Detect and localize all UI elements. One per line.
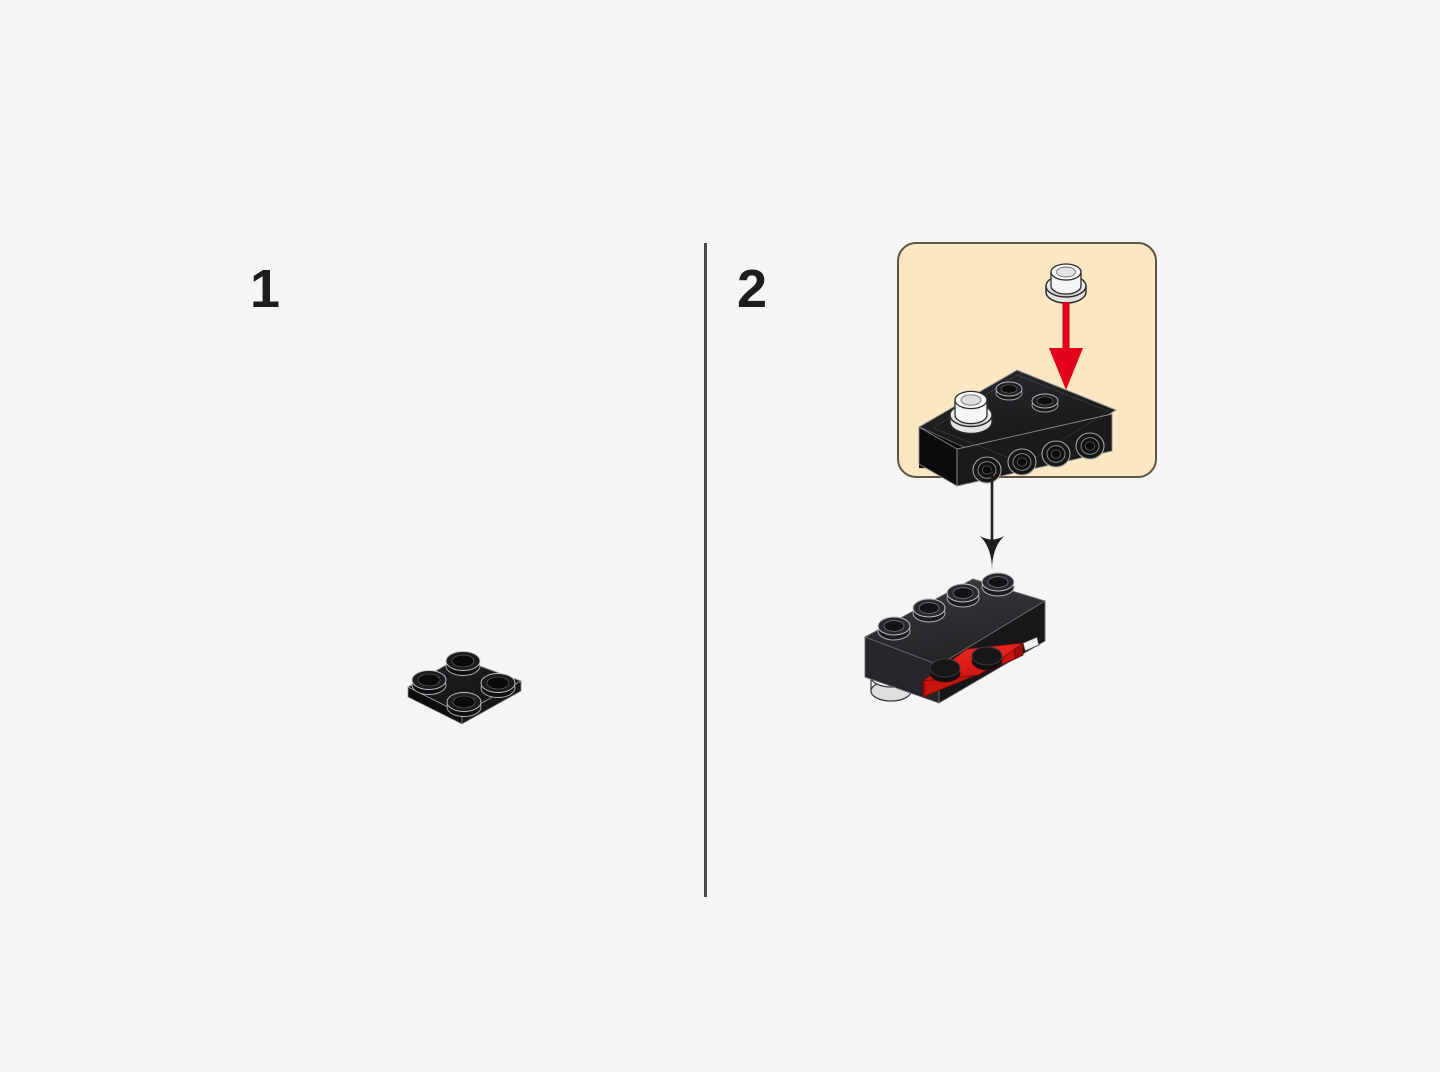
assembly-brick-stud [946,583,980,608]
round-plate-1x1-edge [1022,636,1040,652]
red-plate-stud [971,646,1003,671]
plate-2x2-illustration [407,651,523,725]
step-2-assembly-illustration [863,572,1047,704]
step-divider [704,243,707,897]
step-2-callout-box [897,242,1157,478]
plate-stud [445,651,481,676]
plate-1x2-red-assembled [921,642,1025,698]
plate-stud [446,692,482,717]
brick-1x4-assembled [863,572,1047,704]
plate-stud [480,673,516,698]
round-plate-1x1-underneath [870,666,912,702]
assembly-brick-stud [877,616,911,641]
assembly-brick-stud [981,572,1015,597]
red-plate-stud [929,658,961,683]
callout-leader-arrow [980,470,1004,570]
step-1-number: 1 [250,259,280,319]
plate-2x2-body [407,651,523,725]
assembly-brick-stud [912,598,946,623]
plate-stud [411,670,447,695]
step-2-number: 2 [737,259,767,319]
